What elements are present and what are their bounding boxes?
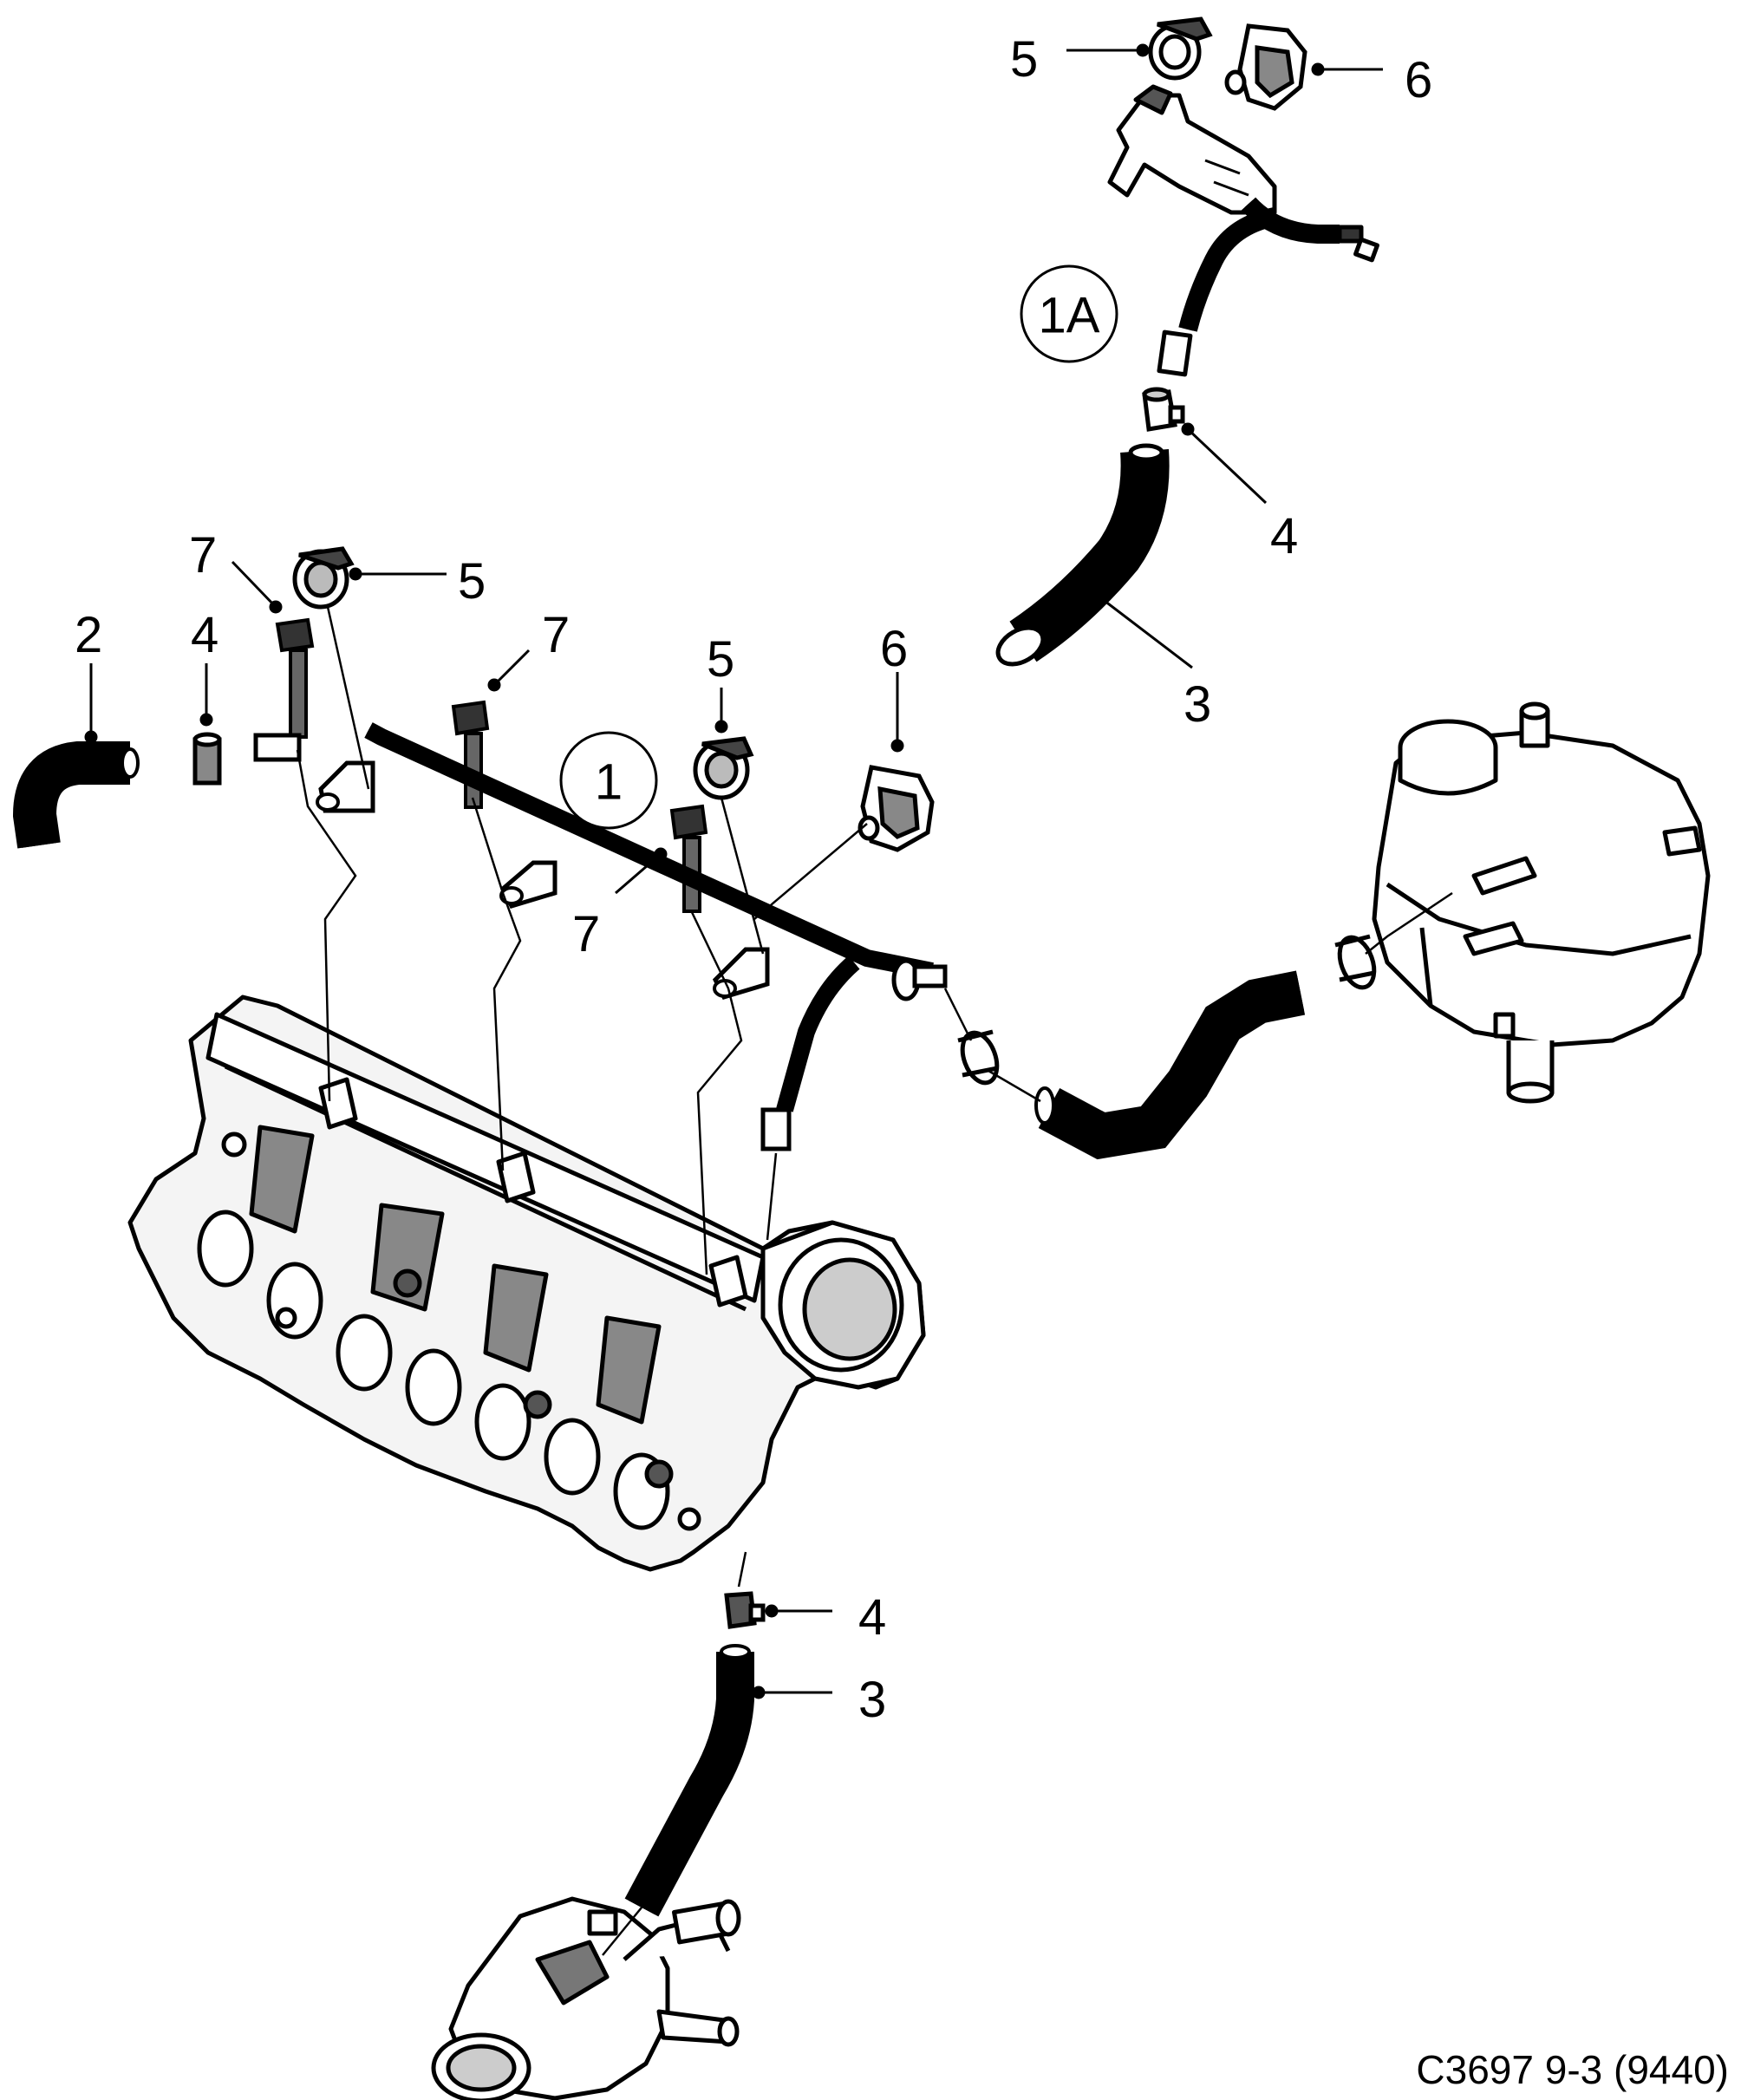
- hose-2: [12, 741, 140, 849]
- assembly-label-1a: 1A: [1020, 264, 1118, 363]
- callout-7-mid: 7: [542, 607, 570, 663]
- assembly-label-1-text: 1: [595, 754, 623, 811]
- bolt-7-low: [669, 804, 708, 913]
- spring-clamp-left: [957, 1029, 1000, 1086]
- callout-4-bottom: 4: [858, 1589, 886, 1646]
- hose-clamp-4-left: [192, 732, 222, 786]
- callout-7-low: 7: [572, 906, 600, 962]
- guide-lines: [296, 606, 1453, 1956]
- hose-clamp-5-mid: [693, 736, 754, 800]
- drawing-reference: C3697 9-3 (9440): [1416, 2047, 1729, 2092]
- hose-3-bottom: [624, 1644, 754, 1917]
- hose-clamp-4-bottom: [724, 1591, 766, 1629]
- expansion-tank: [1372, 701, 1711, 1104]
- pipe-holder-6-top: [1224, 23, 1307, 111]
- hose-clamp-5-top: [1148, 16, 1213, 81]
- assembly-label-1: 1: [559, 731, 658, 830]
- callout-3-bottom: 3: [858, 1672, 886, 1728]
- hose-3-top: [995, 443, 1170, 667]
- assembly-label-1a-text: 1A: [1039, 288, 1100, 344]
- callout-leaders: [84, 43, 1383, 1699]
- pipe-holder-6-mid: [857, 765, 935, 852]
- hose-to-expansion-tank: [1034, 970, 1306, 1160]
- hose-clamp-5-left: [292, 546, 355, 610]
- callout-6-mid: 6: [880, 621, 908, 677]
- callout-6-top: 6: [1405, 52, 1432, 108]
- callout-5-left: 5: [458, 553, 486, 610]
- callout-4-top: 4: [1270, 508, 1298, 564]
- callout-3-top: 3: [1183, 676, 1211, 733]
- callout-2: 2: [75, 607, 102, 663]
- intake-manifold: [127, 995, 926, 1572]
- spring-clamp-right: [1334, 934, 1377, 990]
- bolt-7-left: [275, 617, 315, 739]
- coolant-pipe-1a: [1107, 84, 1379, 377]
- callout-numbers: 5 6 4 3 5 7 2 4 7 5 6 7 4 3: [75, 31, 1432, 1728]
- callout-4-left: 4: [191, 607, 218, 663]
- hose-clamp-4-top: [1142, 387, 1185, 432]
- thermostat-housing: [431, 1896, 741, 2100]
- callout-5-top: 5: [1010, 31, 1038, 88]
- callout-5-mid: 5: [707, 631, 734, 688]
- callout-7-left: 7: [189, 527, 217, 584]
